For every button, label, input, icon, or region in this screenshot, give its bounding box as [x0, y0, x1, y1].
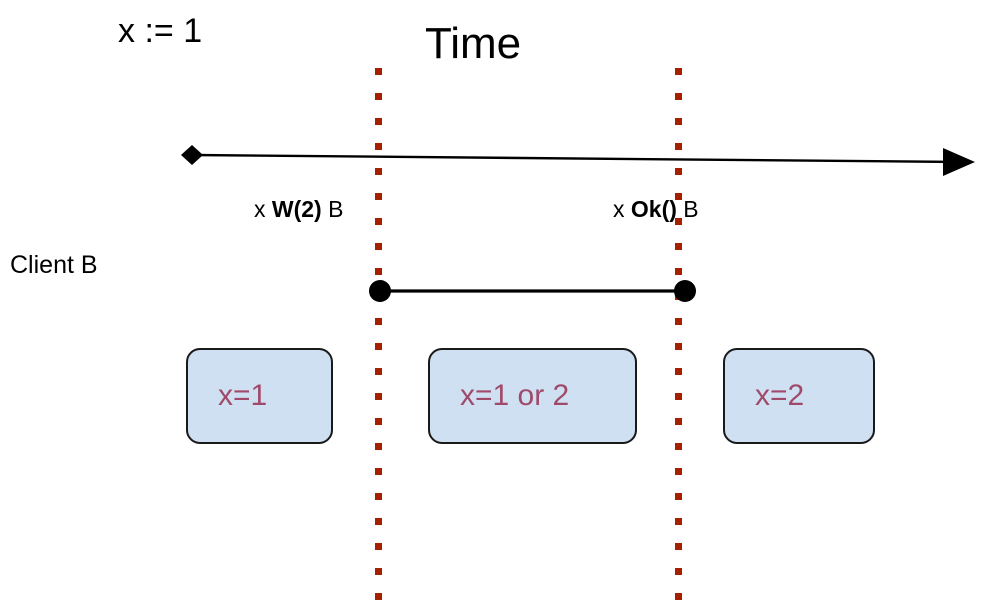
state-box-text: x=1 or 2 — [460, 379, 570, 412]
operation-prefix-write: x — [254, 196, 272, 222]
ok-guide-line — [675, 68, 682, 602]
time-axis-line — [191, 153, 963, 164]
operation-name-write: W(2) — [271, 196, 322, 222]
client-lane-label: Client B — [10, 251, 98, 279]
invocation-span — [369, 280, 696, 302]
operation-prefix-ok: x — [613, 196, 631, 222]
time-axis-arrow — [181, 145, 975, 176]
time-axis-title: Time — [425, 19, 522, 68]
write-guide-line — [375, 68, 382, 602]
operation-label-ok: x Ok() B — [613, 198, 699, 221]
time-axis-start-diamond — [181, 145, 203, 165]
time-axis-arrowhead — [943, 148, 975, 176]
state-box-text: x=2 — [755, 379, 805, 412]
operation-suffix-ok: B — [676, 196, 699, 222]
operation-suffix-write: B — [321, 196, 344, 222]
operation-label-write: x W(2) B — [254, 198, 343, 221]
state-box: x=1 or 2 — [428, 348, 637, 444]
operation-name-ok: Ok() — [630, 196, 677, 222]
response-dot — [674, 280, 696, 302]
invocation-dot — [369, 280, 391, 302]
state-box: x=2 — [723, 348, 875, 444]
state-box: x=1 — [186, 348, 333, 444]
assignment-label: x := 1 — [118, 12, 203, 50]
state-box-text: x=1 — [218, 379, 268, 412]
